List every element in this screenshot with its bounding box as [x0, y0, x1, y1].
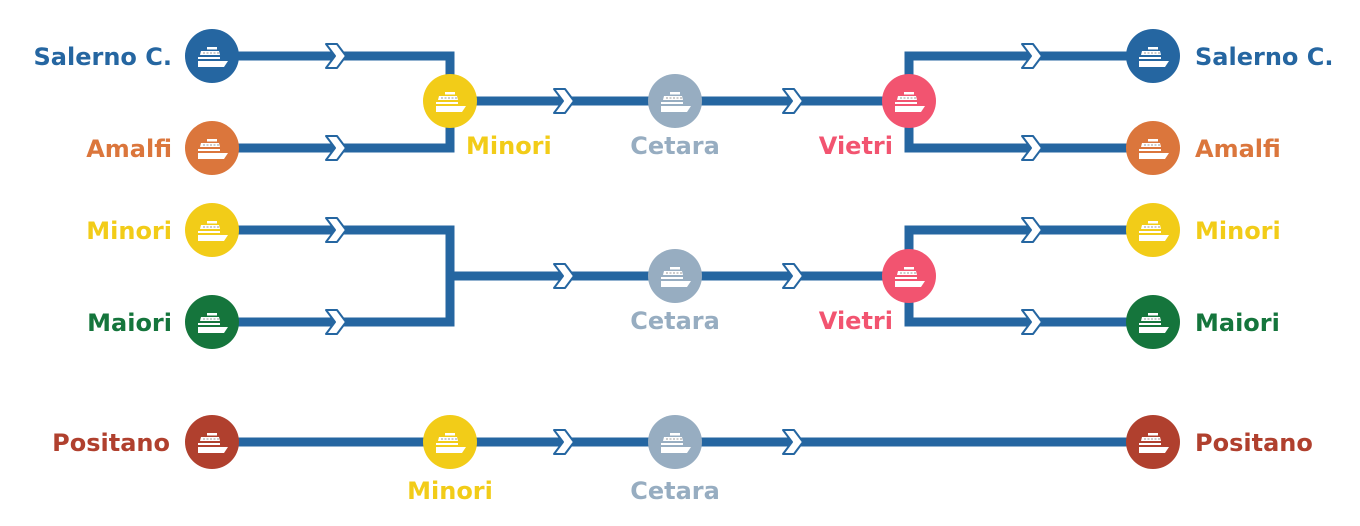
ferry-icon: [436, 92, 466, 112]
intermediate-stop[interactable]: [882, 74, 936, 128]
stop-label: Minori: [407, 477, 493, 505]
stop-circle[interactable]: [185, 203, 239, 257]
intermediate-stop[interactable]: [882, 249, 936, 303]
stop-label: Cetara: [630, 132, 720, 160]
chevron-right-icon: [1021, 309, 1043, 335]
ferry-icon: [436, 433, 466, 453]
stop-circle[interactable]: [882, 74, 936, 128]
stop-label: Vietri: [819, 132, 893, 160]
ferry-icon: [895, 267, 925, 287]
ferry-icon: [198, 433, 228, 453]
ferry-icon: [198, 221, 228, 241]
chevron-right-icon: [553, 88, 575, 114]
stop-label: Cetara: [630, 307, 720, 335]
intermediate-stop[interactable]: [423, 74, 477, 128]
stop-circle[interactable]: [185, 415, 239, 469]
chevron-right-icon: [325, 309, 347, 335]
stop-circle[interactable]: [882, 249, 936, 303]
chevron-right-icon: [1021, 135, 1043, 161]
origin-stop[interactable]: [185, 295, 239, 349]
chevron-right-icon: [782, 429, 804, 455]
stop-circle[interactable]: [1126, 121, 1180, 175]
ferry-icon: [1139, 47, 1169, 67]
ferry-icon: [1139, 433, 1169, 453]
ferry-icon: [1139, 313, 1169, 333]
stop-label: Minori: [466, 132, 552, 160]
chevron-right-icon: [782, 88, 804, 114]
stop-label: Salerno C.: [34, 43, 172, 71]
stop-label: Positano: [52, 429, 170, 457]
destination-stop[interactable]: [1126, 203, 1180, 257]
ferry-icon: [895, 92, 925, 112]
ferry-icon: [198, 313, 228, 333]
chevron-right-icon: [553, 263, 575, 289]
chevron-right-icon: [782, 263, 804, 289]
stop-circle[interactable]: [648, 74, 702, 128]
stop-circle[interactable]: [1126, 295, 1180, 349]
ferry-icon: [661, 92, 691, 112]
ferry-icon: [661, 267, 691, 287]
origin-stop[interactable]: [185, 203, 239, 257]
stop-circle[interactable]: [423, 415, 477, 469]
ferry-icon: [198, 47, 228, 67]
chevron-right-icon: [325, 135, 347, 161]
stop-circle[interactable]: [648, 249, 702, 303]
chevron-right-icon: [1021, 43, 1043, 69]
intermediate-stop[interactable]: [648, 74, 702, 128]
destination-stop[interactable]: [1126, 121, 1180, 175]
destination-stop[interactable]: [1126, 295, 1180, 349]
stop-label: Minori: [1195, 217, 1281, 245]
intermediate-stop[interactable]: [423, 415, 477, 469]
destination-stop[interactable]: [1126, 415, 1180, 469]
stop-label: Amalfi: [86, 135, 172, 163]
stops: [185, 29, 1180, 469]
stop-circle[interactable]: [1126, 29, 1180, 83]
chevron-right-icon: [325, 43, 347, 69]
stop-circle[interactable]: [185, 121, 239, 175]
stop-circle[interactable]: [185, 295, 239, 349]
stop-label: Salerno C.: [1195, 43, 1333, 71]
chevron-right-icon: [553, 429, 575, 455]
stop-label: Maiori: [87, 309, 172, 337]
chevron-right-icon: [1021, 217, 1043, 243]
ferry-icon: [198, 139, 228, 159]
origin-stop[interactable]: [185, 121, 239, 175]
ferry-icon: [1139, 221, 1169, 241]
ferry-icon: [1139, 139, 1169, 159]
stop-label: Positano: [1195, 429, 1313, 457]
stop-label: Minori: [86, 217, 172, 245]
stop-label: Amalfi: [1195, 135, 1281, 163]
stop-label: Maiori: [1195, 309, 1280, 337]
stop-circle[interactable]: [1126, 203, 1180, 257]
ferry-icon: [661, 433, 691, 453]
intermediate-stop[interactable]: [648, 249, 702, 303]
chevron-right-icon: [325, 217, 347, 243]
destination-stop[interactable]: [1126, 29, 1180, 83]
stop-circle[interactable]: [648, 415, 702, 469]
origin-stop[interactable]: [185, 415, 239, 469]
origin-stop[interactable]: [185, 29, 239, 83]
stop-label: Cetara: [630, 477, 720, 505]
stop-label: Vietri: [819, 307, 893, 335]
intermediate-stop[interactable]: [648, 415, 702, 469]
stop-circle[interactable]: [185, 29, 239, 83]
stop-circle[interactable]: [423, 74, 477, 128]
stop-circle[interactable]: [1126, 415, 1180, 469]
direction-arrows: [325, 43, 1043, 455]
